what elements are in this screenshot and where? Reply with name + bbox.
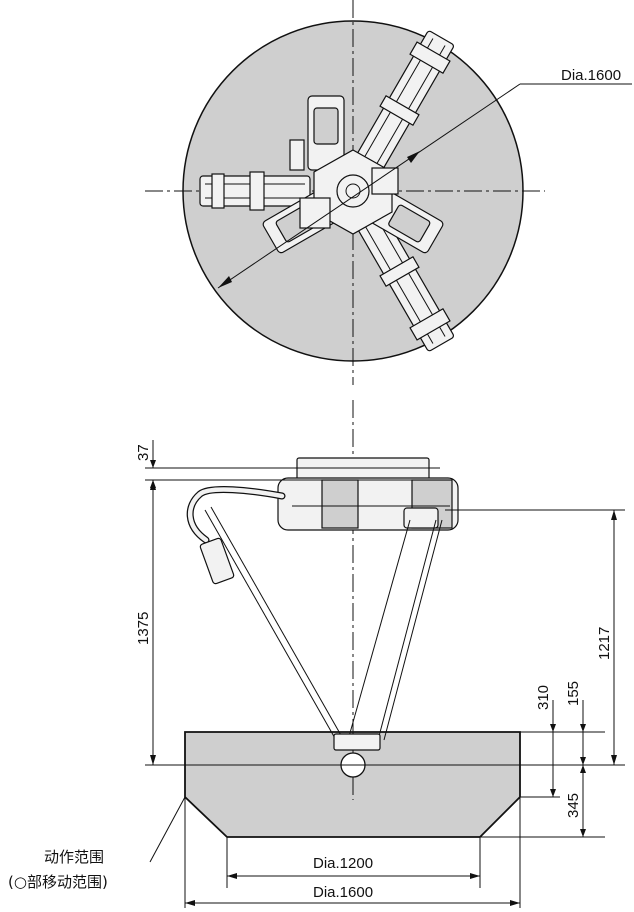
- dim-dia-1200: [226, 837, 481, 888]
- top-diameter-dimension: [217, 83, 632, 289]
- range-label-line2: (○部移动范围): [8, 873, 108, 891]
- dim-dia-1600-label: Dia.1600: [313, 884, 373, 901]
- dim-1217-label: 1217: [596, 627, 613, 660]
- dim-345: [580, 765, 586, 837]
- top-view: Dia.1600: [145, 0, 632, 385]
- dim-310: [520, 700, 560, 798]
- dim-dia-1200-label: Dia.1200: [313, 855, 373, 872]
- top-diameter-label: Dia.1600: [561, 67, 621, 84]
- range-leader: [149, 796, 186, 863]
- dim-1375-label: 1375: [135, 612, 152, 645]
- right-arms: [347, 507, 443, 741]
- top-arm-lower-right: [349, 198, 454, 352]
- left-arm: [186, 486, 343, 741]
- dim-310-label: 310: [535, 685, 552, 710]
- range-label-line1: 动作范围: [44, 848, 104, 866]
- dim-155-label: 155: [565, 681, 582, 706]
- dim-dia-1600: [184, 797, 521, 908]
- top-arm-left: [199, 139, 311, 211]
- side-view: 37 1375 1217 310 155: [8, 400, 625, 908]
- dim-37-label: 37: [135, 444, 152, 461]
- dim-1217: [611, 510, 617, 765]
- dim-1375: [150, 480, 156, 765]
- dim-345-label: 345: [565, 793, 582, 818]
- dim-155: [580, 700, 586, 765]
- top-arm-upper-right: [349, 30, 454, 184]
